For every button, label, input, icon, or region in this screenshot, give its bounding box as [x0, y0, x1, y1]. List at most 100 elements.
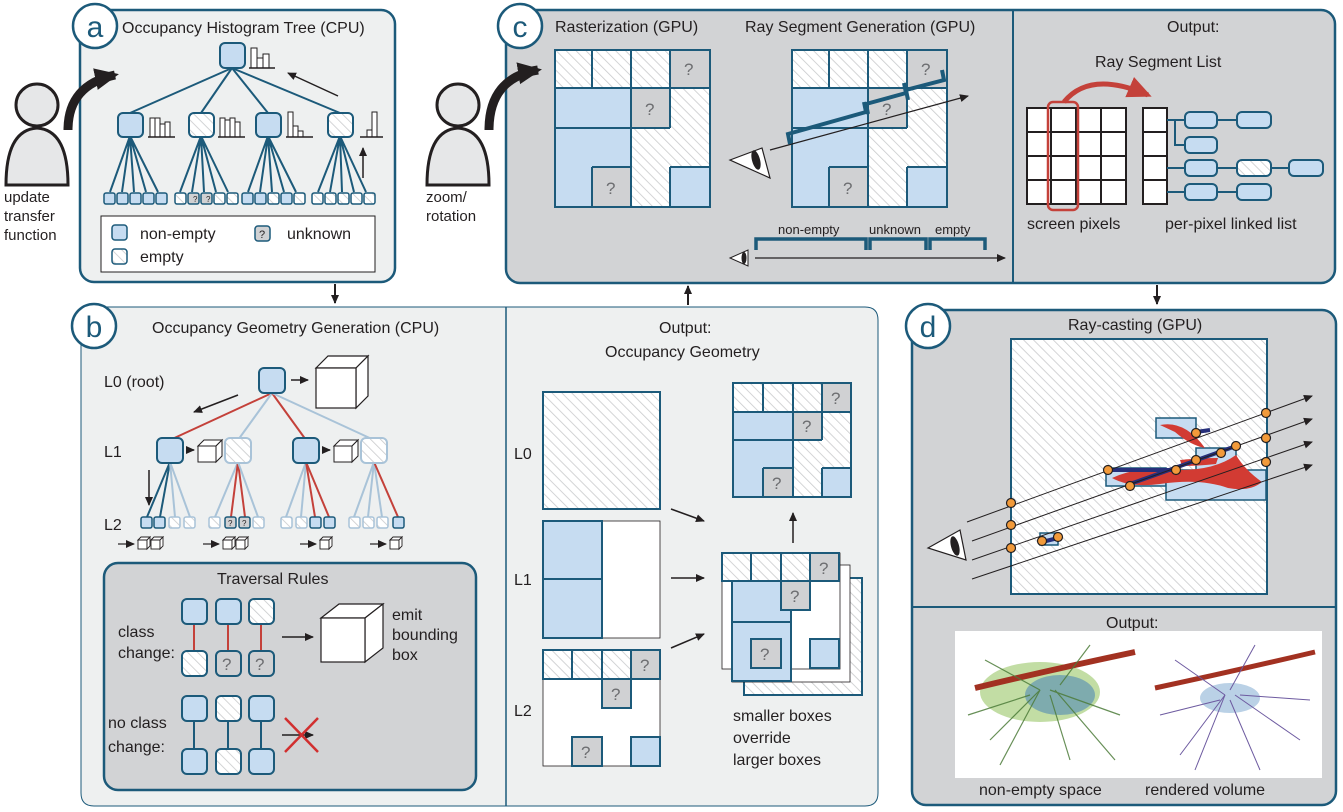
out-level-l1: L1: [514, 572, 532, 589]
linked-list: [1142, 107, 1324, 205]
class-change-label: change:: [118, 645, 175, 662]
ray-segment-grid: ? ? ?: [728, 49, 969, 208]
override-note: override: [733, 730, 791, 747]
panel-d-title: Ray-casting (GPU): [1068, 317, 1202, 334]
level-l1: L1: [104, 444, 122, 461]
segment-legend: non-empty unknown empty: [728, 222, 1006, 267]
screen-pixels-grid: [1026, 100, 1127, 212]
svg-text:d: d: [920, 311, 937, 344]
unknown-mark: ?: [831, 389, 840, 408]
traversal-rules-title: Traversal Rules: [217, 571, 328, 588]
non-empty-render: [967, 644, 1136, 766]
badge-c: c: [496, 2, 544, 50]
cube-icon: [196, 438, 224, 464]
unknown-mark: ?: [921, 60, 930, 79]
unknown-mark: ?: [819, 559, 828, 578]
rendered-output-images: [955, 631, 1322, 778]
unknown-mark: ?: [228, 519, 233, 528]
cube-icon: [319, 602, 385, 664]
raycasting-volume: [926, 338, 1313, 595]
rotation-label: rotation: [426, 208, 476, 225]
panel-b-title: Occupancy Geometry Generation (CPU): [152, 320, 439, 337]
class-change-label: class: [118, 624, 154, 641]
eye-icon: [728, 249, 749, 267]
level-l0: L0 (root): [104, 374, 164, 391]
histogram-icon: [249, 47, 275, 69]
badge-a: a: [71, 2, 119, 50]
unknown-mark: ?: [606, 179, 615, 198]
unknown-mark: ?: [645, 100, 654, 119]
legend-non-empty: non-empty: [140, 226, 216, 243]
geometry-tree-nodes: ? ?: [118, 354, 405, 551]
out-level-l0: L0: [514, 446, 532, 463]
user-icon: update transfer function: [4, 68, 119, 244]
overlapping-boxes: ? ? ?: [721, 552, 863, 696]
ray-segment-generation-title: Ray Segment Generation (GPU): [745, 19, 975, 36]
legend-unknown: unknown: [287, 226, 351, 243]
function-label: function: [4, 227, 57, 244]
segment-non-empty: non-empty: [778, 222, 840, 237]
unknown-mark: ?: [802, 417, 811, 436]
no-emit-icon: [284, 717, 319, 753]
merge-arrows: [670, 508, 797, 649]
unknown-mark: ?: [772, 474, 781, 493]
merged-grid: ? ? ?: [732, 382, 852, 498]
emit-label: bounding: [392, 627, 458, 644]
override-note: smaller boxes: [733, 708, 832, 725]
svg-text:c: c: [513, 11, 528, 44]
unknown-mark: ?: [255, 655, 264, 674]
rasterization-grid: ? ? ?: [554, 49, 711, 208]
no-class-change-label: change:: [108, 739, 165, 756]
no-class-change-label: no class: [108, 715, 167, 732]
unknown-mark: ?: [259, 229, 265, 241]
cube-icon: [136, 535, 404, 551]
legend-empty: empty: [140, 249, 184, 266]
tree-root-node: [219, 42, 275, 69]
screen-pixels-label: screen pixels: [1027, 216, 1120, 233]
rasterization-title: Rasterization (GPU): [555, 19, 698, 36]
red-arrow: [1062, 76, 1152, 104]
geometry-tree: [146, 392, 399, 518]
segment-empty: empty: [935, 222, 971, 237]
cube-icon: [314, 354, 370, 410]
unknown-mark: ?: [581, 743, 590, 762]
unknown-mark: ?: [222, 655, 231, 674]
svg-text:a: a: [87, 11, 104, 44]
tree-legend: non-empty empty ? unknown: [100, 215, 376, 273]
badge-d: d: [904, 302, 952, 350]
badge-b: b: [70, 302, 118, 350]
unknown-mark: ?: [640, 656, 649, 675]
unknown-mark: ?: [790, 587, 799, 606]
non-empty-space-caption: non-empty space: [979, 782, 1102, 799]
zoom-label: zoom/: [426, 189, 468, 206]
unknown-mark: ?: [611, 685, 620, 704]
histogram-tree: [109, 67, 367, 193]
traversal-rules: Traversal Rules class change: no class c…: [102, 561, 478, 792]
unknown-mark: ?: [684, 60, 693, 79]
ray-segment-list-title: Ray Segment List: [1095, 54, 1222, 71]
panel-a-title: Occupancy Histogram Tree (CPU): [122, 20, 365, 37]
output-subtitle: Occupancy Geometry: [605, 344, 760, 361]
eye-icon: [728, 147, 771, 180]
panel-c-output-title: Output:: [1167, 19, 1219, 36]
tree-level-nodes: [117, 111, 383, 138]
unknown-mark: ?: [843, 179, 852, 198]
out-level-l2: L2: [514, 703, 532, 720]
user-icon: zoom/ rotation: [425, 62, 542, 225]
per-pixel-list-label: per-pixel linked list: [1165, 216, 1297, 233]
level-l2: L2: [104, 517, 122, 534]
tree-leaf-nodes: [103, 192, 376, 205]
unknown-mark: ?: [206, 195, 211, 204]
unknown-mark: ?: [242, 519, 247, 528]
override-note: larger boxes: [733, 752, 821, 769]
rendered-volume: [1154, 644, 1316, 771]
emit-label: box: [392, 647, 418, 664]
update-label: update: [4, 189, 50, 206]
unknown-mark: ?: [760, 645, 769, 664]
cube-icon: [332, 438, 360, 464]
output-l0-box: [542, 391, 661, 510]
emit-label: emit: [392, 607, 423, 624]
segment-unknown: unknown: [869, 222, 921, 237]
svg-text:b: b: [86, 311, 103, 344]
